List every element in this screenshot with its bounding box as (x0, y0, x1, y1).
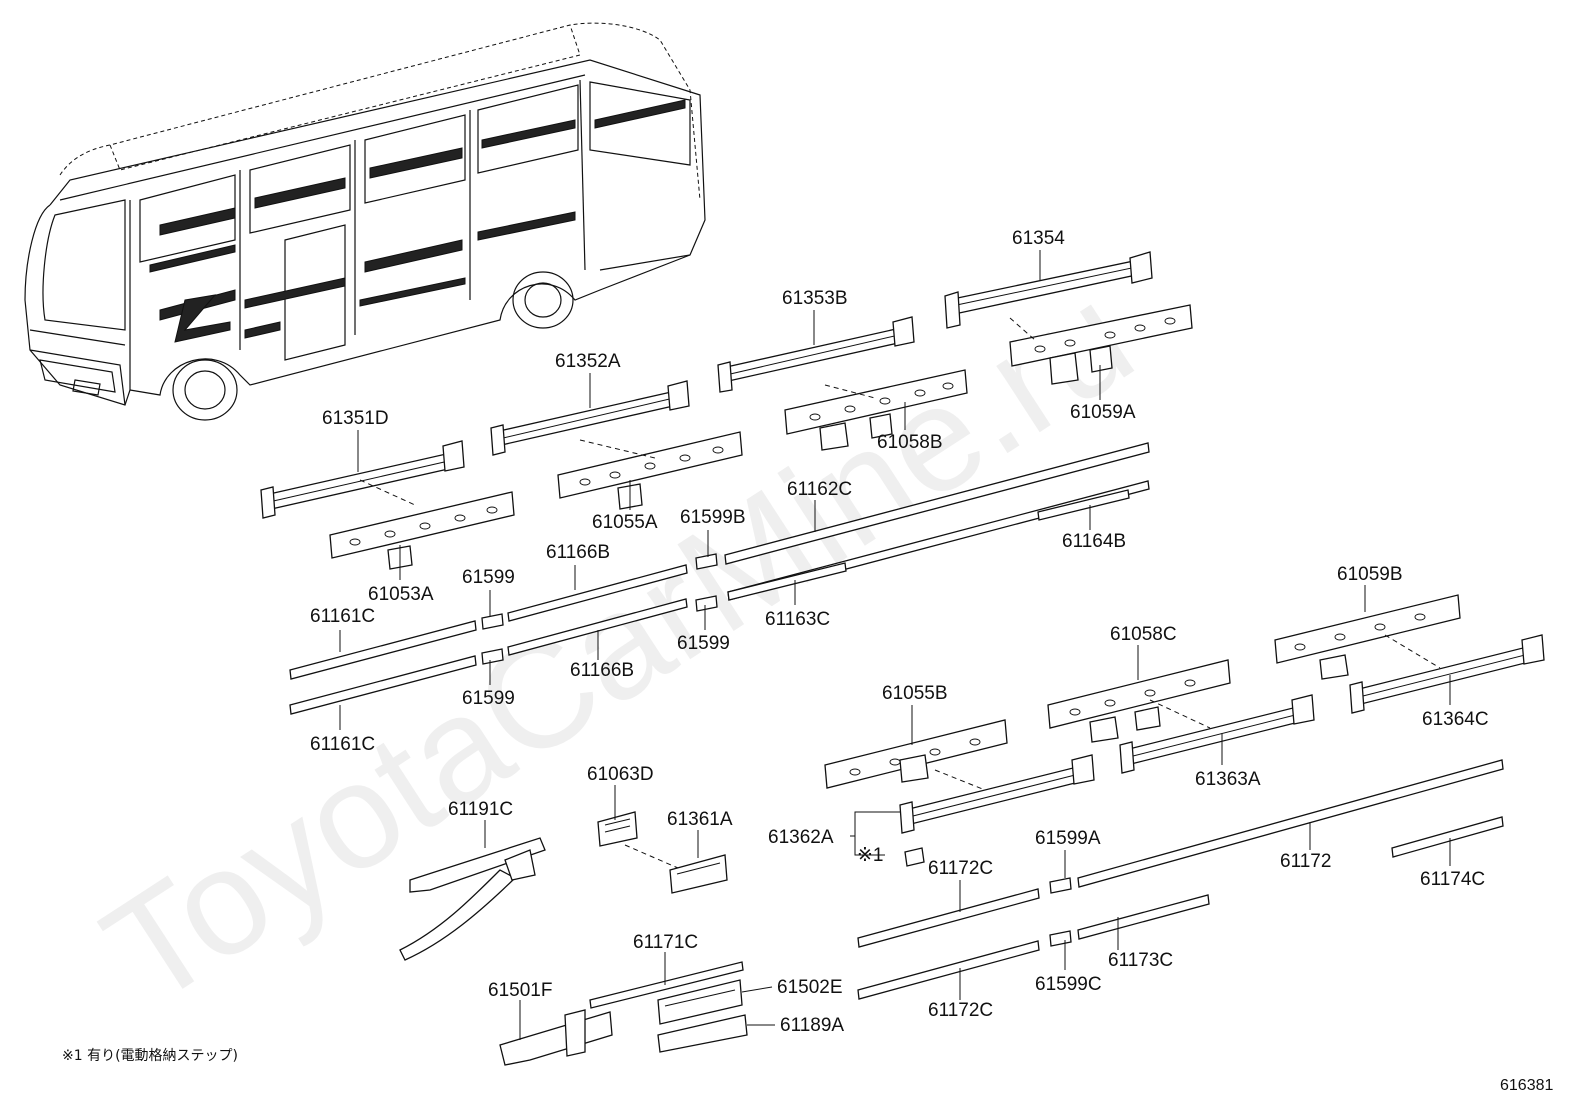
label-61161C-a: 61161C (310, 606, 375, 627)
label-61191C: 61191C (448, 799, 513, 820)
label-61599A: 61599A (1035, 828, 1101, 849)
label-61353B: 61353B (782, 288, 848, 309)
label-61053A: 61053A (368, 584, 434, 605)
label-61599-a: 61599 (462, 567, 515, 588)
label-61055B: 61055B (882, 683, 948, 704)
label-61364C: 61364C (1422, 709, 1489, 730)
label-61161C-b: 61161C (310, 734, 375, 755)
label-61172: 61172 (1280, 851, 1331, 872)
label-61163C: 61163C (765, 609, 830, 630)
label-61599C: 61599C (1035, 974, 1102, 995)
label-61162C: 61162C (787, 479, 852, 500)
leader-lines (339, 250, 1451, 1040)
label-61351D: 61351D (322, 408, 389, 429)
label-61599B: 61599B (680, 507, 746, 528)
label-61189A: 61189A (780, 1015, 844, 1036)
label-61059B: 61059B (1337, 564, 1403, 585)
label-61174C: 61174C (1420, 869, 1485, 890)
label-61058B: 61058B (877, 432, 943, 453)
bus-illustration (24, 22, 706, 421)
label-61063D: 61063D (587, 764, 654, 785)
label-61171C: 61171C (633, 932, 698, 953)
label-61172C-a: 61172C (928, 858, 993, 879)
part-labels: 61354 61353B 61059A 61352A 61058B 61351D… (310, 228, 1489, 1036)
label-61599-c: 61599 (462, 688, 515, 709)
label-61172C-b: 61172C (928, 1000, 993, 1021)
label-61055A: 61055A (592, 512, 658, 533)
label-61173C: 61173C (1108, 950, 1173, 971)
label-61164B: 61164B (1062, 531, 1126, 552)
label-61059A: 61059A (1070, 402, 1136, 423)
label-mark1: ※1 (857, 845, 884, 866)
label-61599-b: 61599 (677, 633, 730, 654)
label-61058C: 61058C (1110, 624, 1177, 645)
label-61166B-a: 61166B (546, 542, 610, 563)
footnote: ※1 有り(電動格納ステップ) (62, 1048, 238, 1064)
parts-drawings (260, 251, 1545, 1066)
label-61363A: 61363A (1195, 769, 1261, 790)
label-61501F: 61501F (488, 980, 552, 1001)
label-61352A: 61352A (555, 351, 621, 372)
label-61502E: 61502E (777, 977, 843, 998)
label-61166B-b: 61166B (570, 660, 634, 681)
figure-code: 616381 (1500, 1077, 1553, 1094)
label-61361A: 61361A (667, 809, 733, 830)
label-61362A: 61362A (768, 827, 834, 848)
label-61354: 61354 (1012, 228, 1065, 249)
